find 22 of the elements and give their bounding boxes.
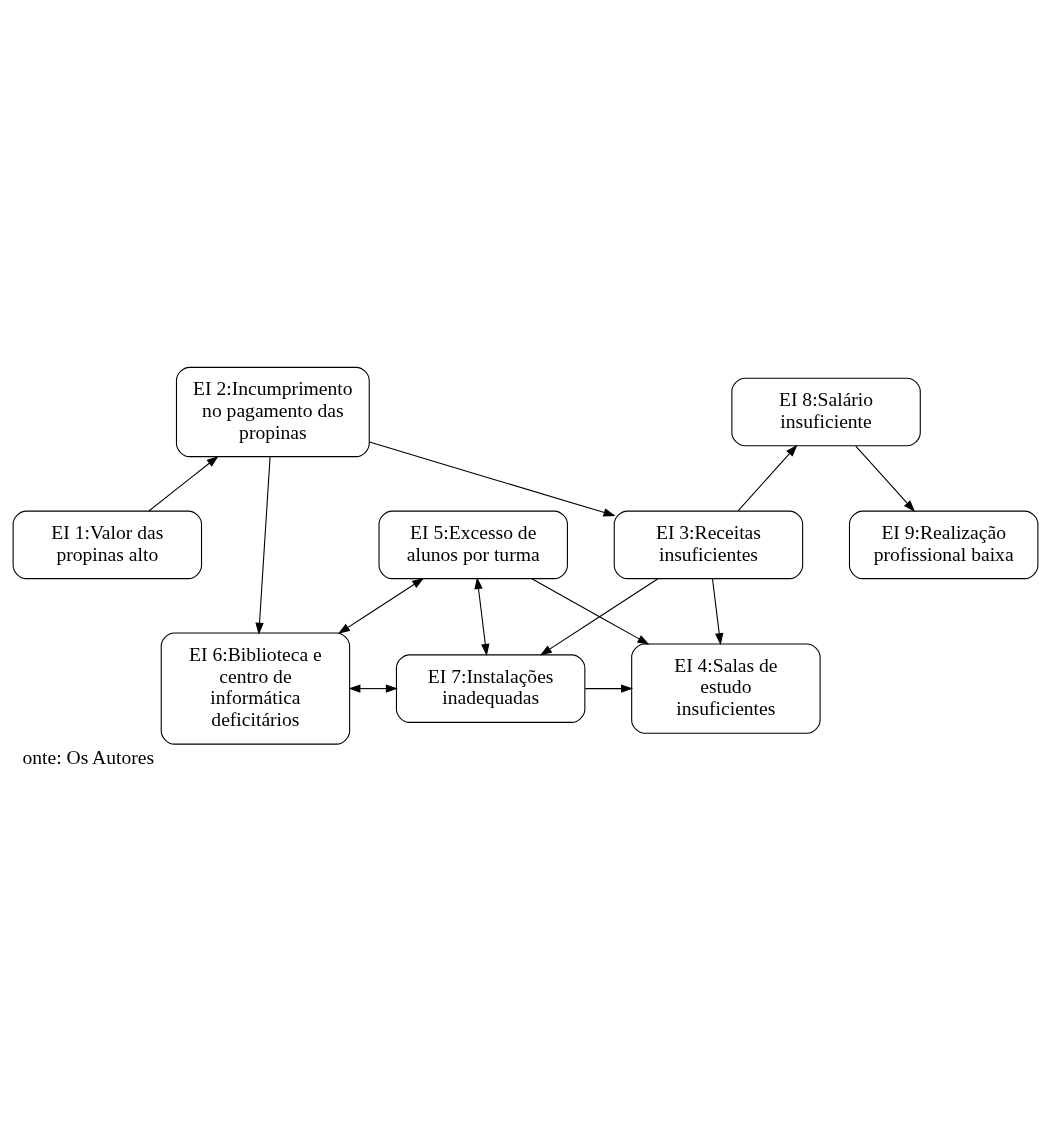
caption: onte: Os Autores bbox=[22, 747, 155, 769]
arrow bbox=[737, 444, 798, 512]
arrow bbox=[148, 455, 219, 512]
node-box: EI 4:Salas de estudo insuficientes bbox=[631, 643, 821, 734]
arrow bbox=[531, 578, 650, 645]
arrow bbox=[711, 578, 724, 646]
node-box: EI 6:Biblioteca e centro de informática deficitários bbox=[160, 632, 351, 745]
node-box: EI 8:Salário insuficiente bbox=[731, 377, 921, 447]
arrow bbox=[368, 441, 616, 517]
node-box: EI 1:Valor das propinas alto bbox=[12, 510, 203, 580]
node-box: EI 2:Incumprimento no pagamento das propinas bbox=[175, 366, 370, 458]
arrow bbox=[348, 684, 398, 693]
node-box: EI 9:Realização profissional baixa bbox=[848, 510, 1039, 580]
arrow bbox=[855, 445, 916, 513]
node-box: EI 5:Excesso de alunos por turma bbox=[378, 510, 568, 580]
arrow bbox=[539, 578, 659, 656]
arrow bbox=[255, 456, 271, 635]
node-box: EI 3:Receitas insuficientes bbox=[613, 510, 804, 580]
arrow bbox=[474, 577, 490, 656]
arrow bbox=[337, 577, 425, 634]
arrow bbox=[584, 684, 634, 693]
node-box: EI 7:Instalações inadequadas bbox=[395, 654, 586, 723]
